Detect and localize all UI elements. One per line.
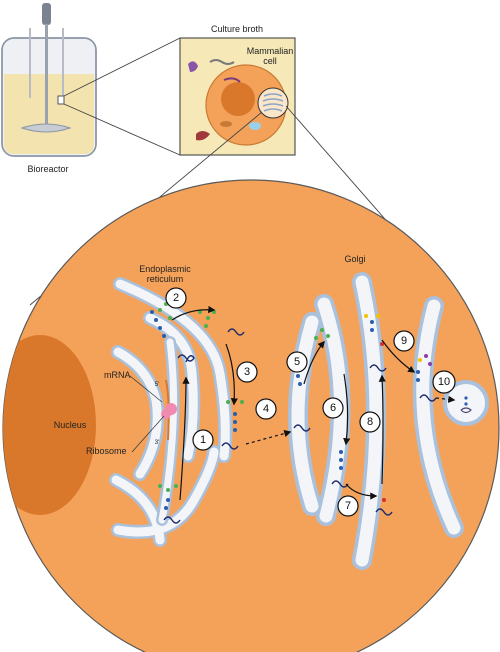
svg-text:2: 2 [173,292,179,304]
mrna-label: mRNA [104,370,131,380]
culture-broth-label: Culture broth [211,24,263,34]
bioreactor [1,3,97,157]
three-prime-label: 3' [155,440,159,446]
step-markers: 1 2 3 4 5 6 7 8 9 10 [165,287,456,517]
bioreactor-label: Bioreactor [27,164,68,174]
golgi-label: Golgi [344,254,365,264]
zoom-line [63,37,181,97]
step-marker-1: 1 [192,429,214,451]
step-marker-4: 4 [255,398,277,420]
nucleus [3,335,96,515]
step-marker-8: 8 [359,411,381,433]
step-marker-3: 3 [236,361,258,383]
endoplasmic-reticulum [109,277,233,547]
step-marker-7: 7 [337,495,359,517]
step-marker-6: 6 [322,397,344,419]
step-marker-5: 5 [286,351,308,373]
pathway-arrows [171,305,456,501]
step-marker-9: 9 [393,330,415,352]
ribosome-label: Ribosome [86,446,127,456]
glycan-cluster [150,302,446,524]
svg-text:8: 8 [367,416,373,428]
svg-text:10: 10 [438,376,450,388]
er-label-2: reticulum [147,274,184,284]
svg-text:9: 9 [401,335,407,347]
svg-text:4: 4 [263,403,269,415]
svg-text:6: 6 [330,402,336,414]
svg-text:1: 1 [200,434,206,446]
svg-text:3: 3 [244,366,250,378]
mammalian-cell-label-2: cell [263,56,277,66]
step-marker-10: 10 [432,370,456,394]
mammalian-cell-label-1: Mammalian [247,46,294,56]
step-marker-2: 2 [165,287,187,309]
zoom-line [63,103,181,156]
er-label-1: Endoplasmic [139,264,191,274]
svg-text:7: 7 [345,500,351,512]
culture-broth-panel [179,37,296,156]
cell-zoom [2,179,500,652]
svg-text:5: 5 [294,356,300,368]
five-prime-label: 5' [155,382,159,388]
nucleus-label: Nucleus [54,420,87,430]
